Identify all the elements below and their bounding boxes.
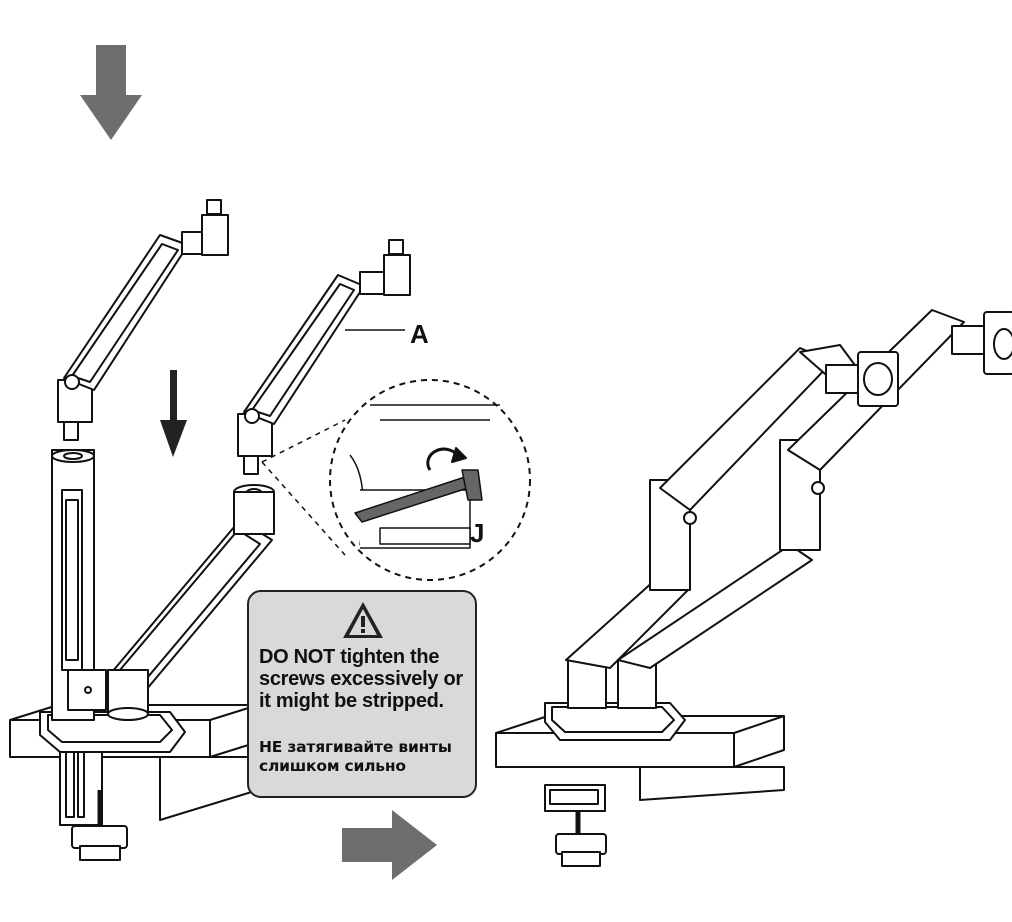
desk-clamp-right — [544, 784, 607, 867]
zoom-connector — [261, 461, 346, 556]
assembled-arms — [565, 309, 1012, 669]
rotate-icon — [426, 447, 460, 471]
warning-text-ru: НЕ затягивайте винты слишком сильно — [259, 738, 452, 775]
part-label-a: A — [410, 319, 429, 349]
warning-box: DO NOT tighten the screws excessively or… — [247, 590, 477, 798]
upper-arm-2 — [237, 239, 411, 475]
insert-arrow-icon — [160, 370, 187, 457]
warning-triangle-icon — [343, 602, 383, 638]
upper-arm-1 — [57, 199, 229, 441]
lower-arm-left — [107, 484, 275, 721]
zoom-connector — [261, 419, 346, 463]
zoom-detail-circle — [329, 379, 531, 581]
part-label-j: J — [470, 518, 485, 548]
base-plate-right — [544, 659, 686, 741]
right-arrow-icon — [342, 810, 437, 880]
pole-left — [51, 449, 107, 721]
warning-text-en: DO NOT tighten the screws excessively or… — [259, 646, 463, 712]
down-arrow-icon — [80, 45, 142, 140]
zoom-detail — [349, 404, 500, 549]
base-plate-left — [39, 711, 186, 753]
